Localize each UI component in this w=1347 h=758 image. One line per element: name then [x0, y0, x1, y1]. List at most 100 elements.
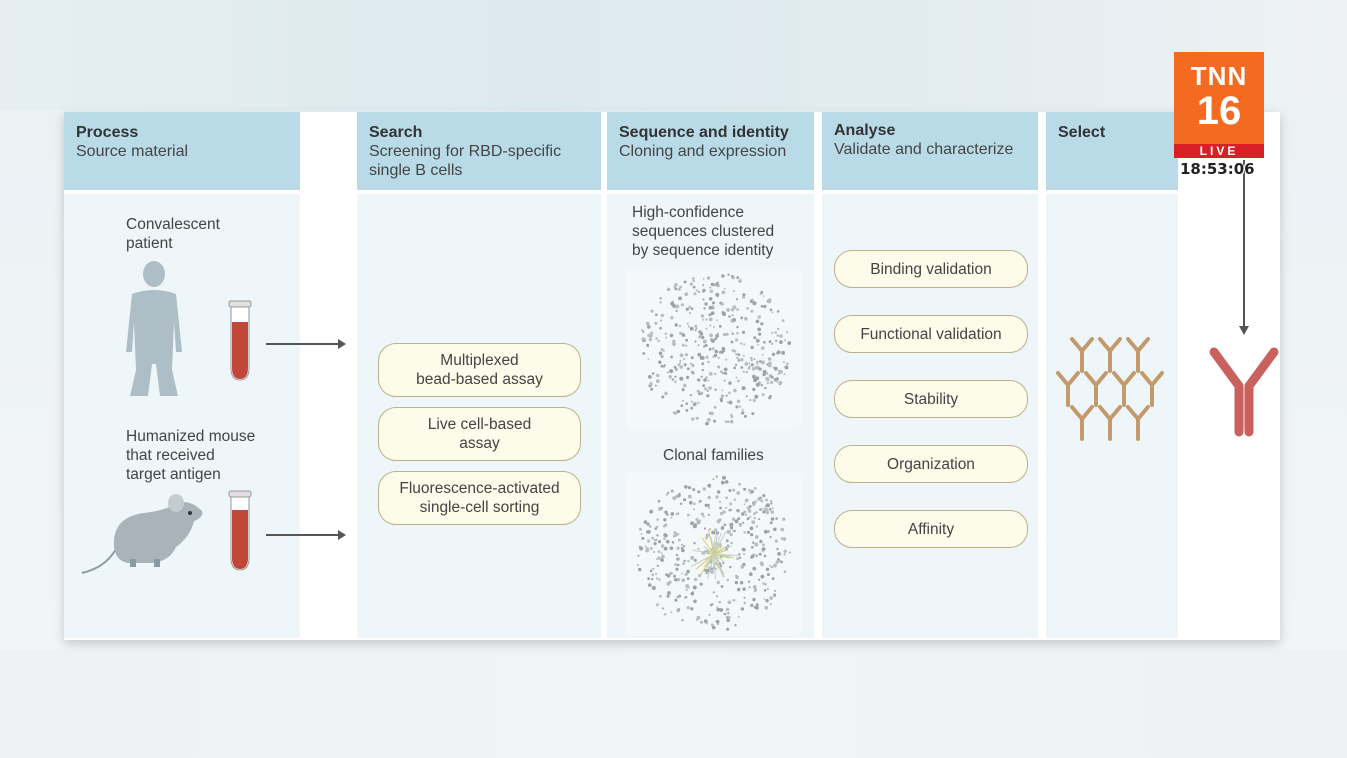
cluster-link — [703, 546, 715, 555]
cluster-dot — [773, 593, 776, 597]
cluster-dot — [719, 511, 724, 516]
cluster-dot — [711, 338, 715, 343]
mouse-arrow — [266, 530, 346, 540]
cluster-dot — [734, 624, 737, 627]
cluster-dot — [647, 530, 651, 534]
cluster-dot — [751, 546, 754, 549]
sequence-cluster-graphic — [641, 273, 792, 426]
cluster-dot — [762, 510, 766, 514]
cluster-dot — [659, 297, 662, 300]
cluster-dot — [724, 371, 728, 375]
cluster-dot — [742, 370, 746, 373]
cluster-dot — [670, 516, 673, 519]
cluster-dot — [756, 362, 759, 365]
cluster-dot — [733, 599, 736, 602]
cluster-dot — [759, 561, 764, 565]
cluster-dot — [737, 379, 740, 383]
cluster-dot — [788, 551, 791, 554]
cluster-dot — [708, 528, 711, 531]
patient-silhouette-icon — [126, 261, 182, 396]
cluster-dot — [781, 350, 785, 355]
cluster-dot — [735, 574, 737, 577]
cluster-dot — [731, 517, 736, 521]
cluster-dot — [774, 589, 776, 592]
cluster-dot — [687, 325, 690, 328]
antibody-icon — [1098, 405, 1122, 441]
cluster-dot — [783, 373, 786, 376]
cluster-dot — [680, 404, 684, 407]
cluster-dot — [711, 603, 714, 606]
cluster-dot — [689, 394, 692, 397]
cluster-dot — [656, 577, 659, 580]
cluster-dot — [770, 380, 774, 384]
cluster-dot — [690, 406, 694, 410]
cluster-dot — [770, 375, 774, 379]
cluster-dot — [736, 509, 739, 512]
cluster-dot — [764, 605, 769, 610]
cluster-dot — [641, 337, 645, 341]
cluster-dot — [674, 578, 678, 582]
cluster-dot — [716, 580, 720, 585]
cluster-dot — [710, 567, 714, 570]
cluster-dot — [733, 366, 737, 370]
cluster-dot — [775, 379, 779, 383]
cluster-dot — [648, 583, 652, 587]
cluster-dot — [692, 372, 695, 375]
cluster-dot — [721, 274, 725, 278]
cluster-dot — [753, 336, 757, 340]
cluster-dot — [673, 365, 677, 369]
cluster-dot — [677, 287, 681, 291]
cluster-dot — [650, 331, 654, 335]
cluster-dot — [752, 541, 755, 544]
cluster-dot — [748, 586, 751, 589]
cluster-dot — [760, 305, 764, 308]
cluster-dot — [673, 574, 676, 578]
cluster-dot — [769, 602, 772, 606]
cluster-dot — [676, 578, 681, 582]
cluster-dot — [666, 539, 670, 544]
cluster-dot — [776, 310, 780, 313]
cluster-dot — [755, 603, 759, 607]
cluster-dot — [751, 520, 756, 524]
cluster-dot — [657, 540, 662, 544]
cluster-dot — [741, 408, 744, 411]
cluster-dot — [727, 615, 731, 620]
cluster-dot — [720, 370, 723, 374]
cluster-dot — [754, 394, 759, 399]
logo-channel-name: TNN — [1190, 61, 1248, 91]
cluster-dot — [683, 357, 686, 360]
cluster-dot — [686, 606, 690, 610]
cluster-dot — [708, 613, 711, 617]
cluster-dot — [739, 342, 743, 345]
cluster-dot — [686, 322, 689, 325]
cluster-dot — [755, 382, 760, 387]
antibody-icon — [1070, 337, 1094, 373]
cluster-dot — [671, 378, 674, 381]
cluster-dot — [689, 500, 693, 505]
cluster-dot — [708, 317, 713, 322]
cluster-dot — [742, 587, 746, 591]
cluster-dot — [760, 574, 765, 579]
cluster-dot — [655, 603, 659, 607]
cluster-dot — [764, 386, 767, 390]
cluster-dot — [696, 378, 700, 381]
cluster-dot — [723, 367, 728, 372]
cluster-dot — [740, 366, 744, 369]
cluster-dot — [690, 307, 694, 311]
cluster-dot — [670, 611, 673, 614]
cluster-dot — [710, 411, 714, 416]
cluster-dot — [711, 347, 715, 351]
cluster-dot — [768, 361, 772, 365]
cluster-dot — [649, 382, 653, 386]
cluster-dot — [690, 356, 694, 360]
cluster-dot — [743, 553, 746, 556]
cluster-dot — [708, 297, 713, 301]
cluster-dot — [724, 480, 729, 484]
cluster-dot — [705, 572, 708, 575]
cluster-dot — [773, 366, 778, 371]
cluster-dot — [669, 333, 674, 338]
cluster-dot — [647, 333, 651, 338]
cluster-dot — [769, 340, 772, 343]
cluster-link — [713, 545, 721, 555]
cluster-dot — [710, 282, 715, 287]
